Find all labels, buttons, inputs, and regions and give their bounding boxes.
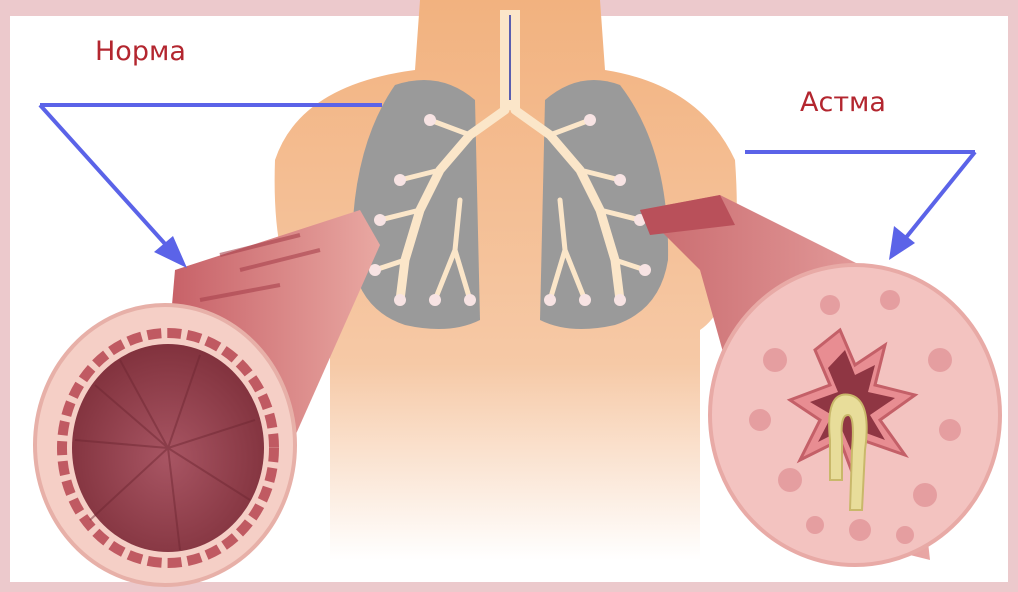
asthma-arrow [900, 152, 975, 245]
normal-arrowhead [154, 236, 187, 268]
normal-arrow [40, 105, 175, 255]
asthma-label: Астма [800, 87, 886, 118]
normal-label: Норма [95, 36, 186, 67]
normal-airway-cross-section [35, 210, 380, 585]
